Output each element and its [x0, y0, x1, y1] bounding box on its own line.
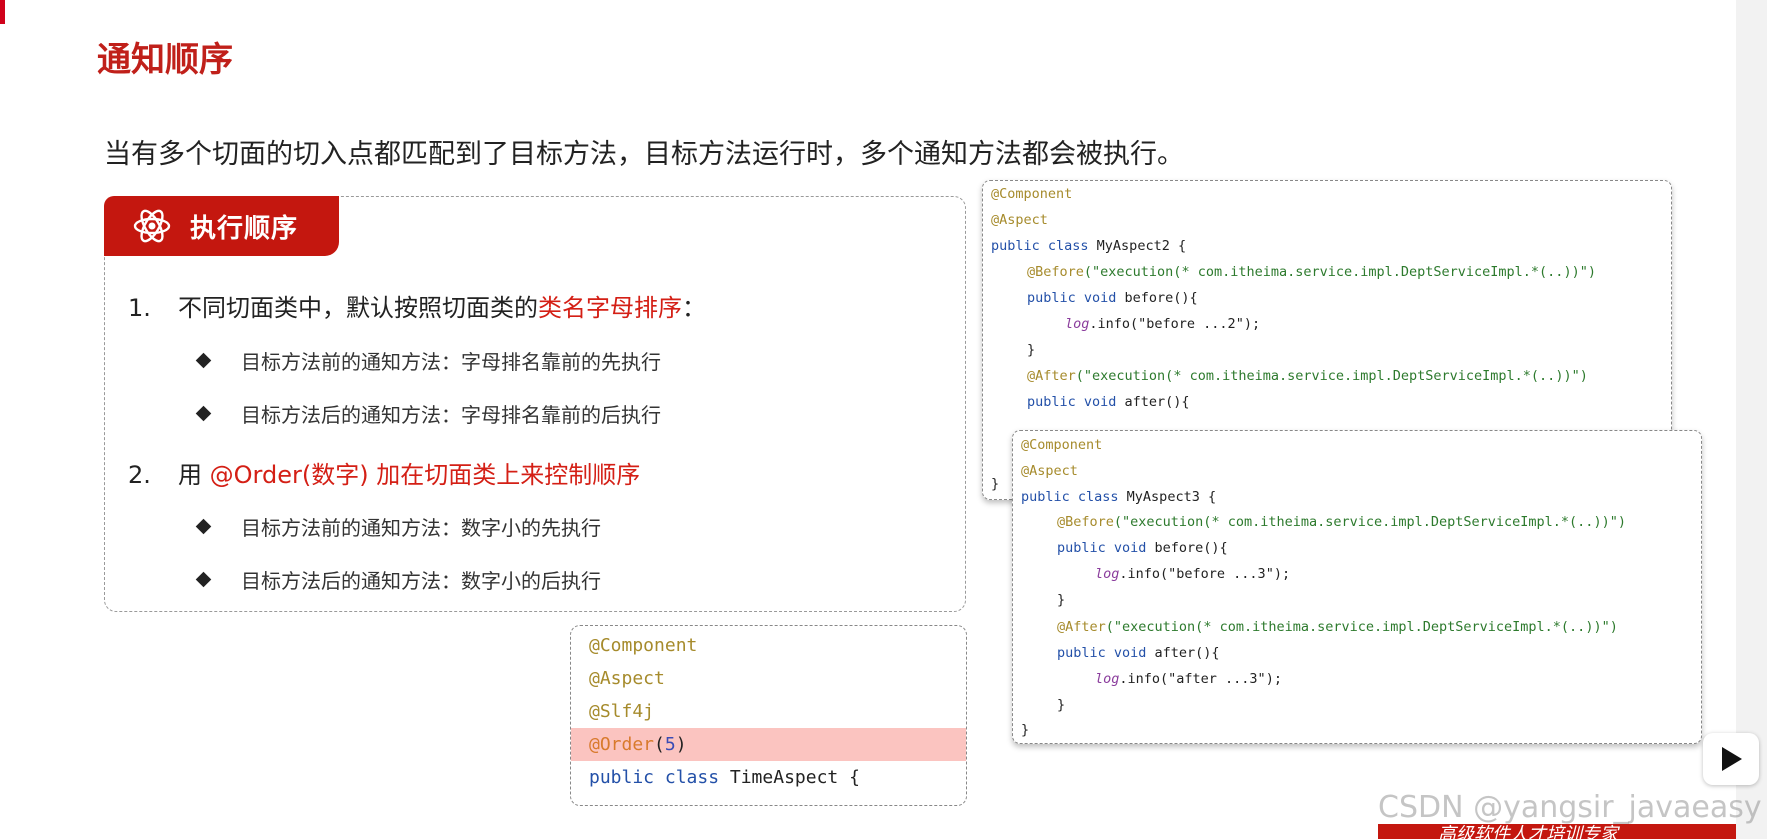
right-edge-strip: [1736, 0, 1767, 839]
rule-item-1: 1. 不同切面类中，默认按照切面类的类名字母排序：: [128, 288, 706, 323]
code-line: }: [1021, 722, 1030, 738]
code-line: }: [1057, 592, 1066, 608]
code-line: @Aspect: [589, 668, 665, 689]
rule-item-2-text: 用: [178, 461, 210, 489]
code-line: @After("execution(* com.itheima.service.…: [1057, 619, 1618, 635]
rule-item-2-sub-2: 目标方法后的通知方法：数字小的后执行: [195, 565, 601, 594]
code-block-myaspect3: @Component @Aspect public class MyAspect…: [1012, 430, 1702, 744]
rule-item-2-sub-1-text: 目标方法前的通知方法：数字小的先执行: [241, 516, 601, 540]
code-line: @Component: [589, 635, 698, 656]
rule-box: [104, 196, 966, 612]
code-line: public class TimeAspect {: [589, 767, 860, 788]
rule-item-2-sub-1: 目标方法前的通知方法：数字小的先执行: [195, 512, 601, 541]
rule-item-1-sub-1-text: 目标方法前的通知方法：字母排名靠前的先执行: [241, 350, 661, 374]
code-block-timeaspect: @Component @Aspect @Slf4j @Order(5) publ…: [570, 625, 967, 806]
intro-text: 当有多个切面的切入点都匹配到了目标方法，目标方法运行时，多个通知方法都会被执行。: [104, 139, 1184, 170]
rule-item-1-suffix: ：: [682, 294, 706, 322]
rule-item-1-sub-2-text: 目标方法后的通知方法：字母排名靠前的后执行: [241, 403, 661, 427]
diamond-bullet-icon: [195, 352, 212, 369]
page-title: 通知顺序: [97, 40, 233, 80]
corner-accent: [0, 0, 5, 24]
rule-header: 执行顺序: [104, 196, 339, 256]
code-line: @Before("execution(* com.itheima.service…: [1027, 264, 1596, 280]
code-line: @Component: [991, 186, 1073, 202]
code-line: @After("execution(* com.itheima.service.…: [1027, 368, 1588, 384]
code-line: public void after(){: [1027, 394, 1190, 410]
code-line: }: [991, 476, 1000, 492]
rule-item-1-num: 1.: [128, 294, 151, 322]
rule-item-1-highlight: 类名字母排序: [538, 294, 682, 322]
rule-item-2-highlight: @Order(数字) 加在切面类上来控制顺序: [209, 461, 641, 489]
code-line: public void after(){: [1057, 645, 1220, 661]
rule-item-1-text: 不同切面类中，默认按照切面类的: [178, 294, 538, 322]
rule-item-1-sub-2: 目标方法后的通知方法：字母排名靠前的后执行: [195, 399, 661, 428]
diamond-bullet-icon: [195, 518, 212, 535]
code-line: @Slf4j: [589, 701, 655, 722]
code-line: log.info("after ...3");: [1095, 671, 1282, 687]
code-line: @Component: [1021, 437, 1103, 453]
watermark: CSDN @yangsir_javaeasy: [1378, 790, 1762, 825]
code-line: public class MyAspect3 {: [1021, 489, 1217, 505]
code-line: @Before("execution(* com.itheima.service…: [1057, 514, 1626, 530]
rule-header-label: 执行顺序: [190, 213, 299, 244]
rule-item-2-sub-2-text: 目标方法后的通知方法：数字小的后执行: [241, 569, 601, 593]
play-icon: [1722, 747, 1742, 771]
video-play-button[interactable]: [1703, 733, 1759, 785]
code-line: public class MyAspect2 {: [991, 238, 1187, 254]
code-line-order-highlight: @Order(5): [571, 728, 966, 761]
diamond-bullet-icon: [195, 571, 212, 588]
code-line: @Aspect: [991, 212, 1048, 228]
diamond-bullet-icon: [195, 405, 212, 422]
code-line: }: [1057, 697, 1066, 713]
rule-item-2: 2. 用 @Order(数字) 加在切面类上来控制顺序: [128, 455, 640, 490]
code-line: log.info("before ...3");: [1095, 566, 1291, 582]
rule-item-2-num: 2.: [128, 461, 151, 489]
bottom-banner: 高级软件人才培训专家: [1378, 824, 1736, 839]
rule-item-1-sub-1: 目标方法前的通知方法：字母排名靠前的先执行: [195, 346, 661, 375]
atom-icon: [133, 209, 171, 243]
code-line: public void before(){: [1057, 540, 1228, 556]
code-line: }: [1027, 342, 1036, 358]
code-line: @Aspect: [1021, 463, 1078, 479]
code-line: log.info("before ...2");: [1065, 316, 1261, 332]
code-line: public void before(){: [1027, 290, 1198, 306]
